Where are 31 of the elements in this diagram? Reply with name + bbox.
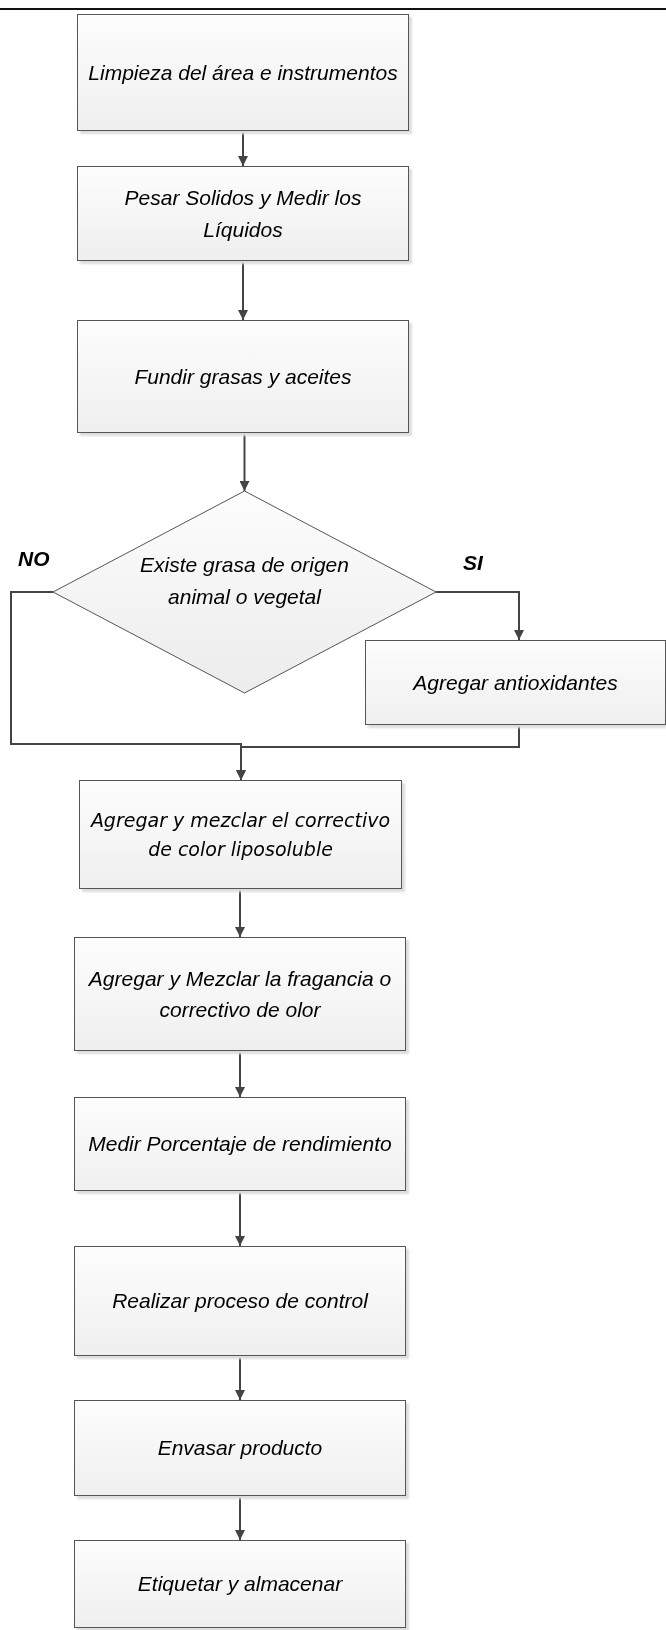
arrow — [235, 1495, 245, 1541]
process-box — [74, 1540, 406, 1628]
process-box — [77, 166, 409, 261]
process-box — [79, 780, 402, 889]
step-text: Existe grasa de origen animal o vegetal — [139, 552, 350, 610]
step-text: Limpieza del área e instrumentos — [87, 59, 399, 86]
arrow — [435, 591, 524, 641]
step-text: Medir Porcentaje de rendimiento — [87, 1131, 393, 1158]
arrow — [235, 1190, 245, 1247]
step-text: Agregar y Mezclar la fragancia o correctivo de olor — [87, 965, 393, 1023]
step-text: Fundir grasas y aceites — [133, 363, 353, 390]
process-box — [74, 937, 406, 1051]
arrow — [235, 1355, 245, 1401]
arrow — [238, 130, 248, 167]
process-box — [74, 1097, 406, 1191]
process-box — [77, 320, 409, 433]
step-text: Envasar producto — [156, 1435, 324, 1462]
arrow — [235, 888, 245, 938]
arrow — [239, 432, 250, 492]
arrow — [236, 724, 520, 781]
step-text: Agregar y mezclar el correctivo de color liposoluble — [89, 808, 392, 862]
step-text: Etiquetar y almacenar — [136, 1571, 344, 1598]
arrow — [238, 260, 248, 321]
process-box — [77, 14, 409, 131]
process-box — [74, 1400, 406, 1496]
step-text: Agregar antioxidantes — [411, 669, 619, 696]
step-text: Pesar Solidos y Medir los Líquidos — [123, 185, 363, 243]
arrow — [235, 1050, 245, 1098]
process-box — [365, 640, 666, 725]
step-text: Realizar proceso de control — [111, 1288, 370, 1315]
process-box — [74, 1246, 406, 1356]
